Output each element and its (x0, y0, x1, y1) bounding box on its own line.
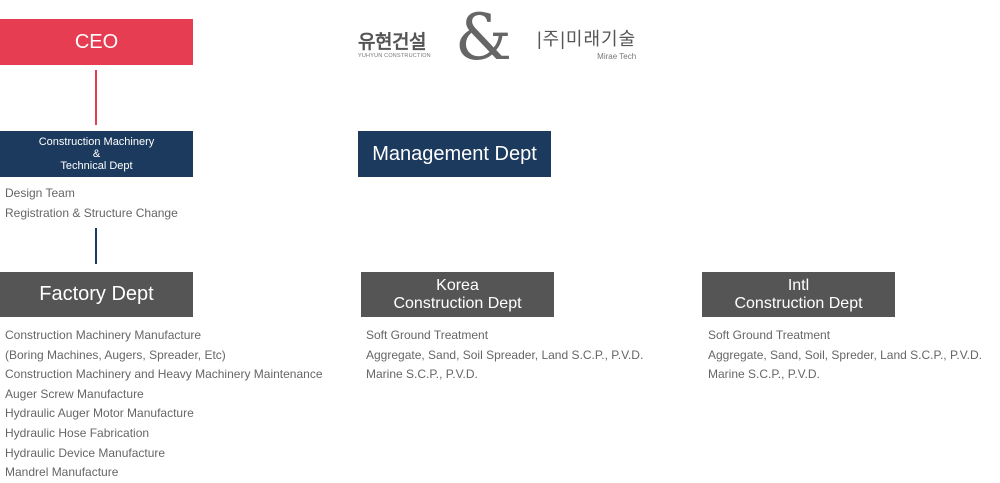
list-item: Registration & Structure Change (5, 205, 178, 220)
factory-dept-list: Construction Machinery Manufacture (Bori… (5, 326, 323, 483)
list-item: Soft Ground Treatment (366, 328, 489, 342)
ampersand-glyph: & (455, 1, 512, 75)
list-item: Construction Machinery and Heavy Machine… (5, 367, 323, 382)
list-item: Soft Ground Treatment (708, 328, 831, 342)
list-item: Construction Machinery Manufacture (5, 328, 202, 342)
intl-dept-list: Soft Ground Treatment Aggregate, Sand, S… (708, 326, 982, 385)
ceo-box: CEO (0, 19, 193, 65)
list-item: Design Team (5, 186, 75, 200)
list-item: Hydraulic Device Manufacture (5, 445, 166, 460)
intl-dept-line-2: Construction Dept (734, 294, 863, 312)
list-item: Hydraulic Hose Fabrication (5, 425, 150, 440)
tech-dept-line-3: Technical Dept (60, 160, 133, 172)
ceo-label: CEO (74, 30, 119, 53)
intl-construction-dept-box: Intl Construction Dept (702, 272, 895, 317)
korea-dept-line-2: Construction Dept (393, 294, 522, 312)
yuhyun-logo: 유현건설 YUHYUN CONSTRUCTION (358, 27, 431, 59)
intl-dept-line-1: Intl (787, 276, 810, 294)
list-item: Marine S.C.P., P.V.D. (708, 367, 820, 382)
list-item: Aggregate, Sand, Soil Spreader, Land S.C… (366, 347, 644, 362)
yuhyun-logo-english: YUHYUN CONSTRUCTION (358, 53, 431, 59)
factory-dept-label: Factory Dept (39, 283, 154, 305)
tech-dept-list: Design Team Registration & Structure Cha… (5, 184, 178, 223)
tech-connector-line (95, 228, 97, 264)
mirae-logo: |주|미래기술 Mirae Tech (537, 25, 636, 61)
management-dept-label: Management Dept (372, 142, 537, 165)
list-item: Aggregate, Sand, Soil, Spreder, Land S.C… (708, 347, 982, 362)
tech-dept-line-1: Construction Machinery (38, 136, 155, 148)
tech-dept-box: Construction Machinery & Technical Dept (0, 131, 193, 177)
korea-dept-list: Soft Ground Treatment Aggregate, Sand, S… (366, 326, 643, 385)
list-item: Mandrel Manufacture (5, 465, 119, 480)
korea-dept-line-1: Korea (436, 276, 479, 294)
yuhyun-logo-korean: 유현건설 (358, 32, 426, 53)
factory-dept-box: Factory Dept (0, 272, 193, 317)
mirae-logo-korean: |주|미래기술 (537, 29, 637, 49)
tech-dept-line-2: & (92, 148, 101, 160)
list-item: Hydraulic Auger Motor Manufacture (5, 406, 194, 421)
management-dept-box: Management Dept (358, 131, 551, 177)
list-item: Auger Screw Manufacture (5, 386, 144, 401)
mirae-logo-english: Mirae Tech (597, 52, 637, 61)
list-item: Marine S.C.P., P.V.D. (366, 367, 478, 382)
ceo-connector-line (95, 70, 97, 125)
list-item: (Boring Machines, Augers, Spreader, Etc) (5, 347, 226, 362)
korea-construction-dept-box: Korea Construction Dept (361, 272, 554, 317)
